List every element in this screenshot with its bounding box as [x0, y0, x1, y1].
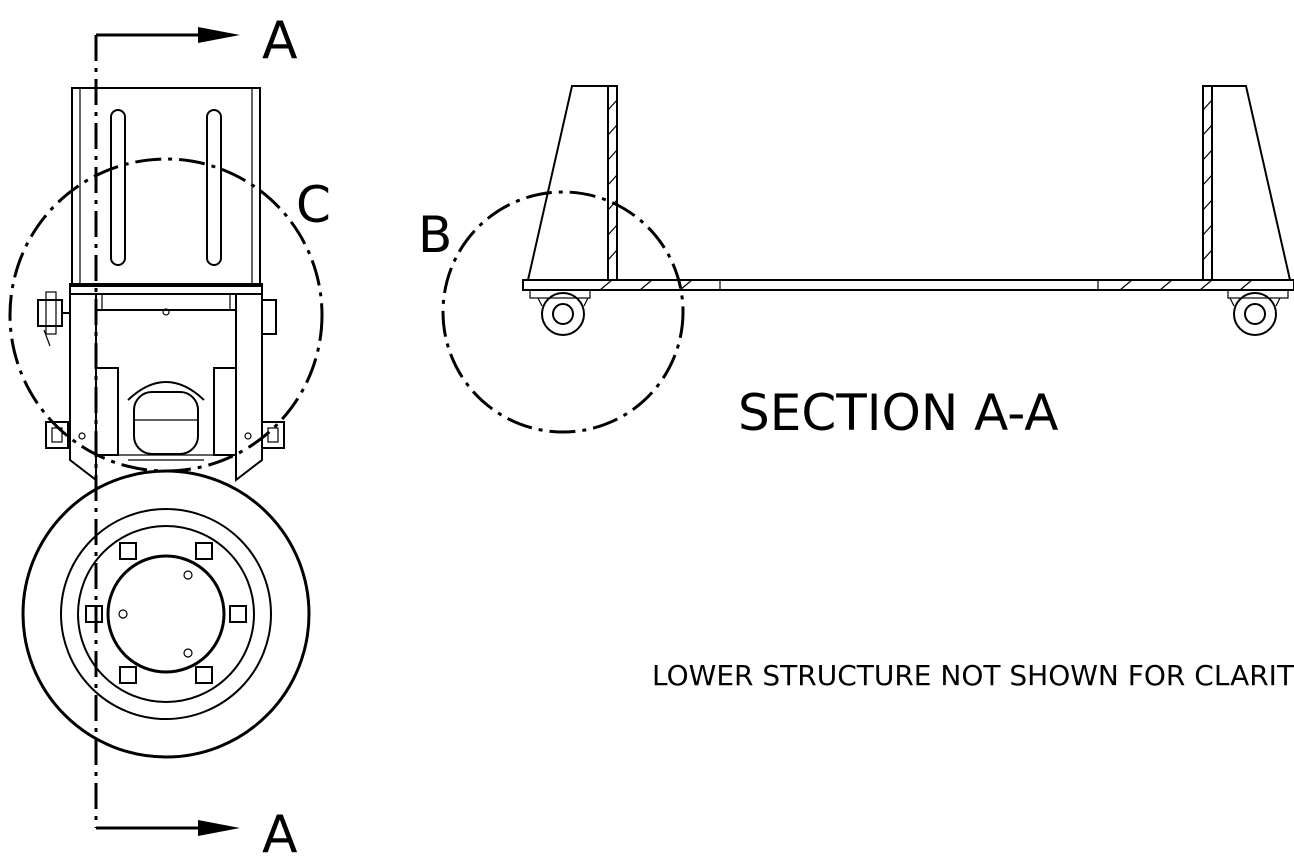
tire-outer — [21, 469, 311, 759]
pin-left — [37, 291, 70, 347]
upright-left — [527, 85, 618, 281]
flange-right — [235, 294, 263, 483]
arrow-top-icon — [198, 27, 240, 43]
clarity-note: LOWER STRUCTURE NOT SHOWN FOR CLARITY — [652, 659, 1294, 692]
wheel — [21, 469, 311, 759]
detail-label-b: B — [418, 206, 452, 264]
section-marker-top: A — [262, 11, 298, 71]
kingpin — [127, 381, 205, 455]
mounting-bracket — [71, 87, 261, 287]
lug-nuts — [85, 542, 247, 684]
hub — [106, 554, 226, 674]
nut-right — [244, 421, 285, 449]
slot-right — [206, 109, 222, 266]
section-cut-line — [94, 27, 240, 836]
section-title: SECTION A-A — [738, 384, 1058, 442]
section-marker-bottom: A — [262, 805, 298, 853]
caster-end-view: C A A — [8, 11, 331, 858]
detail-circle-b — [441, 190, 685, 434]
caster-right — [1229, 292, 1281, 336]
detail-label-c: C — [296, 176, 331, 234]
section-a-a-view: B SECTION A-A LOWER STRUCTURE NOT SHOWN … — [418, 85, 1294, 692]
slot-left — [110, 109, 126, 266]
upright-right — [1202, 85, 1291, 281]
pin-right — [261, 299, 277, 335]
base-plate — [522, 279, 1294, 299]
detail-circle-c — [8, 157, 324, 473]
top-plate — [69, 283, 263, 295]
caster-left — [537, 292, 589, 336]
arrow-bottom-icon — [198, 820, 240, 836]
